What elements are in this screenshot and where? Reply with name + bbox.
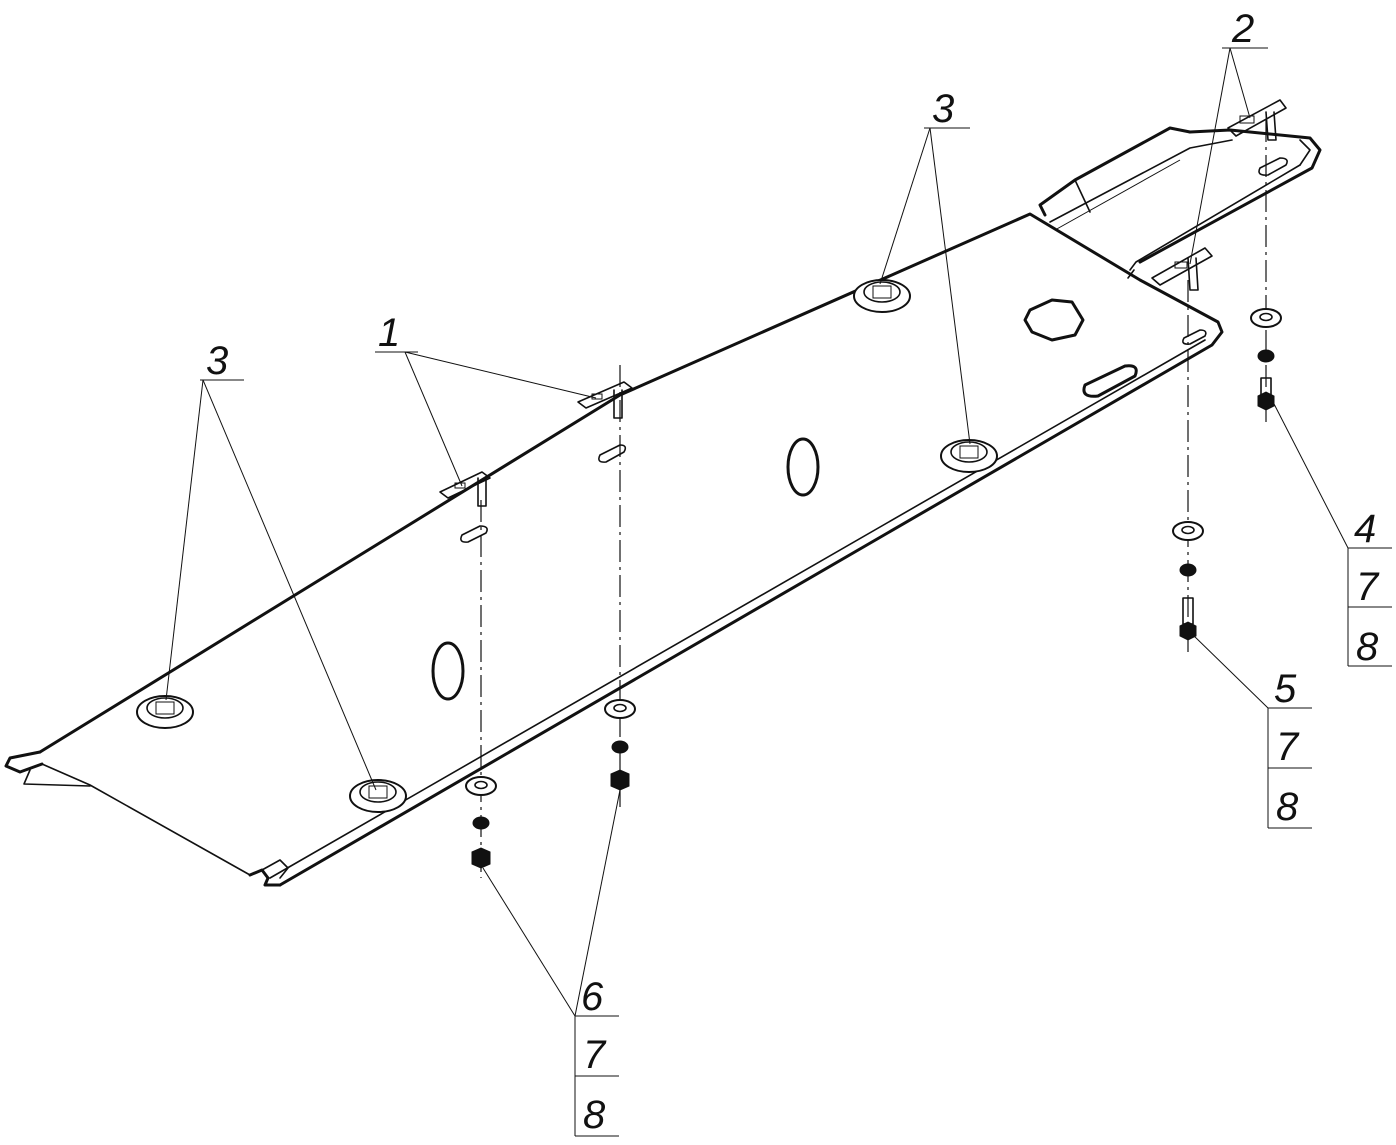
stack-5-item-a: 7 — [1276, 725, 1300, 769]
fasteners-part-6-left — [465, 776, 497, 869]
callout-2: 2 — [1231, 7, 1254, 51]
plate-holes — [431, 157, 1288, 701]
bushing-2 — [349, 779, 407, 813]
large-round-hole — [1023, 298, 1085, 342]
fasteners-part-4 — [1250, 308, 1282, 411]
skid-plate — [4, 126, 1322, 887]
callout-1: 1 — [378, 311, 400, 355]
stack-5-item-b: 8 — [1276, 785, 1299, 829]
clip-2b — [1227, 99, 1287, 141]
callout-labels: 1 2 3 3 4 5 6 7 8 7 8 7 8 — [206, 7, 1380, 1137]
leader-lines — [165, 47, 1349, 1017]
bushings — [136, 279, 998, 813]
bushing-1 — [136, 695, 194, 729]
stack-table-part-4 — [1347, 547, 1392, 667]
small-slot-right — [1182, 329, 1207, 345]
small-slot-far-right — [1258, 157, 1288, 176]
bushing-4 — [940, 439, 998, 473]
callout-3-right: 3 — [932, 87, 954, 131]
axis-lines — [480, 120, 1267, 878]
stack-table-part-5 — [1267, 707, 1312, 829]
stack-table-part-6 — [574, 1015, 619, 1137]
clip-2a — [1151, 247, 1213, 291]
stack-4-item-b: 8 — [1356, 625, 1379, 669]
bushing-3 — [853, 279, 911, 313]
small-slot-mid — [598, 444, 627, 463]
stack-6-item-a: 7 — [583, 1033, 607, 1077]
callout-4: 4 — [1354, 507, 1376, 551]
fasteners-part-6-right — [604, 699, 636, 791]
oval-hole-center — [786, 437, 820, 497]
clip-1a — [439, 471, 491, 507]
fasteners-part-5 — [1172, 521, 1204, 641]
callout-3-left: 3 — [206, 339, 228, 383]
clips — [439, 99, 1287, 507]
stack-4-item-a: 7 — [1356, 565, 1380, 609]
clip-1b — [577, 381, 633, 419]
stack-6-item-b: 8 — [583, 1093, 606, 1137]
callout-5: 5 — [1274, 667, 1297, 711]
callout-6: 6 — [581, 975, 604, 1019]
slot-hole-right — [1082, 364, 1138, 398]
oval-hole-left — [431, 641, 465, 701]
small-slot-left — [460, 525, 488, 543]
